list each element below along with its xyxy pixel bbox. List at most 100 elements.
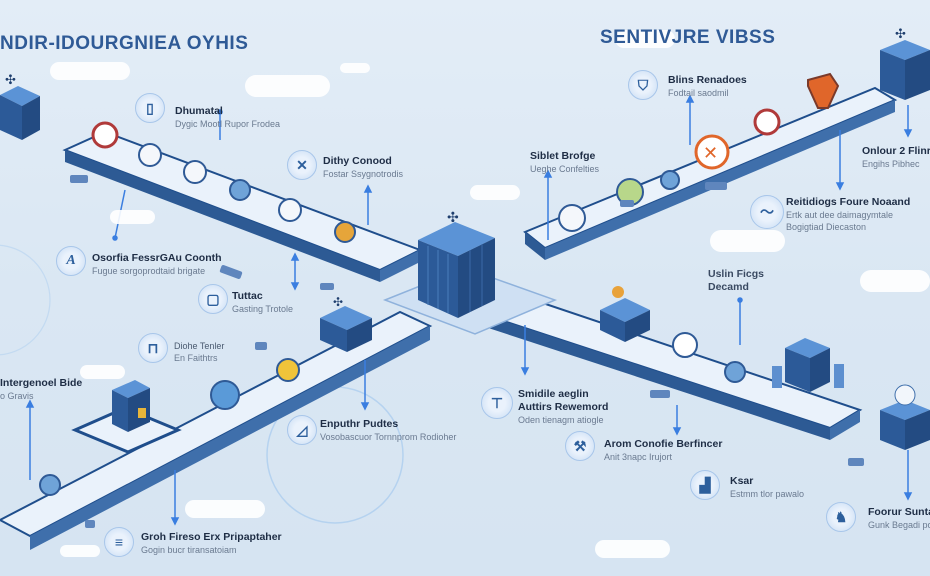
label-subtitle: Anit 3napc Irujort [604,452,673,462]
map-emblem-icon [39,474,61,496]
close-emblem-icon [694,134,730,170]
square-icon: ▢ [198,284,228,314]
gear-globe-icon [210,380,240,410]
label-title: Enputhr Pudtes [320,418,399,430]
label-tuttac: Tuttac Gasting Trotole [232,290,293,315]
bar-chart-icon: ▟ [690,470,720,500]
label-title: Arom Conofie Berfincer [604,438,723,450]
label-arom-conofie: Arom Conofie Berfincer Anit 3napc Irujor… [604,438,722,463]
map-emblem-icon [724,361,746,383]
robot-icon: ♞ [826,502,856,532]
label-title: Reitidiogs Foure Noaand [786,196,911,208]
label-subtitle-2: Bogigtiad Diecaston [786,222,867,232]
reactor-icon [612,286,624,298]
label-enputhr-pudtes: Enputhr Pudtes Vosobascuor Tornnprom Rod… [320,418,456,443]
label-subtitle: Vosobascuor Tornnprom Rodioher [320,432,457,442]
label-subtitle: Fodtail saodmil [668,88,729,98]
label-intergenoel-bide: Intergenoel Bide o Gravis [0,377,82,402]
cloud-decoration [245,75,330,97]
robot-emblem-icon [278,198,302,222]
drone-icon: ✣ [447,209,459,225]
cloud-decoration [470,185,520,200]
device-emblem-icon [660,170,680,190]
label-title: Onlour 2 Flinr [862,145,930,157]
label-smidile-aeglin: Smidile aeglin Auttirs Rewemord Oden tie… [518,388,608,426]
shield-icon: ⛉ [628,70,658,100]
label-subtitle: Gasting Trotole [232,304,294,314]
label-subtitle: Fostar Ssygnotrodis [323,169,404,179]
laptop-emblem-icon [138,143,162,167]
label-title: Uslin Ficgs [708,268,765,280]
platform-lower-left [0,310,433,550]
cloud-decoration [80,365,125,379]
ramp-icon: ◿ [287,415,317,445]
label-blins-renadoes: Blins Renadoes Fodtail saodmil [668,74,747,99]
cloud-decoration [185,500,265,518]
label-title: Smidile aeglin [518,388,589,400]
connector-arrows [25,94,913,526]
cloud-decoration [860,270,930,292]
floating-blocks [70,175,864,528]
robot-emblem-icon [672,332,698,358]
title-left: NDIR-IDOURGNIEA OYHIS [0,33,249,54]
label-foorur-sunta: Foorur Sunta Gunk Begadi po [868,506,930,531]
label-title: Intergenoel Bide [0,377,83,389]
building-lower-right-b [772,338,844,392]
stack-emblem-icon [334,221,356,243]
cloud-decoration [340,63,370,73]
label-onlour-2-flinr: Onlour 2 Flinr Engihs Pibhec [862,145,930,170]
x-icon: ✕ [703,143,718,163]
label-subtitle: o Gravis [0,391,34,401]
label-subtitle: Gunk Begadi po [868,520,930,530]
server-emblem-icon [183,160,207,184]
label-diohe-tenler: Diohe Tenler En Faithtrs [174,340,224,364]
building-lower-right-a [600,286,650,342]
label-title: Diohe Tenler [174,341,225,351]
belt-medallions: ✕ [39,72,840,496]
shield-emblem-icon [91,121,119,149]
cloud-decoration [110,210,155,224]
cloud-decoration [50,62,130,80]
central-building: ✣ [418,209,495,318]
globe-icon [894,384,916,406]
globe-emblem-icon [558,204,586,232]
cloud-decoration [710,230,785,252]
label-subtitle: Decamd [708,281,749,293]
globe-decoration [0,244,51,356]
label-subtitle: Estmm tlor pawalo [730,489,805,499]
label-siblet-brofge: Siblet Brofge Ueghe Confelties [530,150,599,175]
cloud-decoration [60,545,100,557]
terminal-icon: ≡ [104,527,134,557]
label-title: Osorfia FessrGAu Coonth [92,252,222,264]
shield-emblem-icon [753,108,781,136]
title-right: SENTIVJRE VIBSS [600,27,776,48]
label-subtitle: Dygic Mootl Rupor Frodea [175,119,281,129]
label-groh-fireso: Groh Fireso Erx Pripaptaher Gogin bucr t… [141,531,282,556]
drone-icon: ✣ [5,72,16,87]
antenna-icon: ✕ [287,150,317,180]
building-top-right: ✣ [880,26,930,100]
label-subtitle: Gogin bucr tiransatoiam [141,545,237,555]
label-ksar: Ksar Estmm tlor pawalo [730,475,804,500]
drone-icon: ✣ [895,26,906,41]
tank-icon [834,364,844,388]
letter-a-icon: A [56,246,86,276]
wave-icon: 〜 [750,195,784,229]
building-top-left: ✣ [0,72,40,140]
gate-icon: ⊤ [481,387,513,419]
label-title: Ksar [730,475,754,487]
label-subtitle: Ueghe Confelties [530,164,600,174]
label-title: Dhumatal [175,105,223,117]
factory-emblem-icon [276,358,300,382]
tools-icon: ⚒ [565,431,595,461]
label-reitidiogs-foure: Reitidiogs Foure Noaand Ertk aut dee dai… [786,196,910,233]
cloud-decoration [595,540,670,558]
building-lower-left [71,380,182,454]
building-bottom-right [880,384,930,450]
cloud-decoration [615,30,675,48]
label-title: Dithy Conood [323,155,392,167]
drone-icon: ✣ [333,295,343,309]
screen-icon [138,408,146,418]
label-osorfia: Osorfia FessrGAu Coonth Fugue sorgoprodt… [92,252,222,277]
